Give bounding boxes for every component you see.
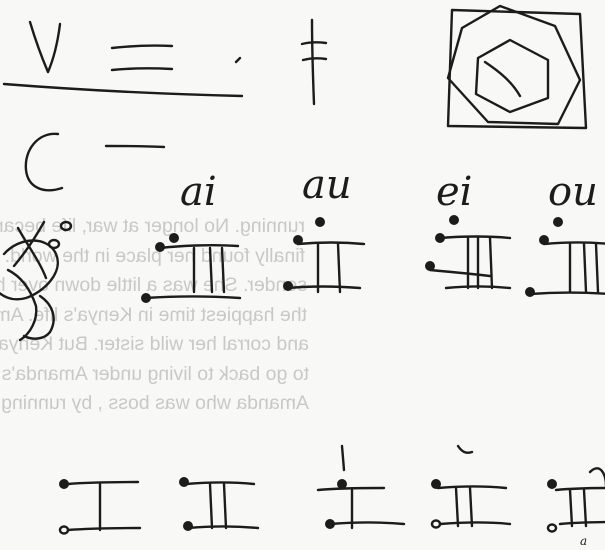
- glyph-au-pillars: [284, 218, 364, 292]
- glyph-ai-pillars: [142, 234, 240, 302]
- knot-symbol: [0, 222, 71, 340]
- glyph-pillar-five: [548, 468, 605, 531]
- symbol-c: [26, 134, 62, 190]
- glyph-e-pillar: [60, 480, 140, 534]
- glyph-ei-pillars: [426, 216, 510, 288]
- rule-line: [4, 84, 242, 96]
- vowel-label: ai: [180, 169, 217, 215]
- small-letter-a: a: [580, 534, 587, 548]
- vowel-label: ou: [548, 169, 598, 215]
- symbol-f: [302, 20, 326, 104]
- vowel-label: ei: [436, 169, 472, 215]
- glyph-pillar-three: [318, 446, 404, 528]
- glyph-pillar-four: [432, 446, 510, 528]
- stray-mark: [236, 58, 240, 62]
- vowel-label: au: [302, 162, 352, 208]
- glyph-ou-pillars: [526, 218, 605, 296]
- equals-sign: [112, 46, 172, 70]
- hexagon-box-symbol: [448, 6, 586, 128]
- glyph-pillar-two: [180, 478, 258, 530]
- dash: [106, 146, 164, 147]
- symbol-v: [30, 22, 60, 72]
